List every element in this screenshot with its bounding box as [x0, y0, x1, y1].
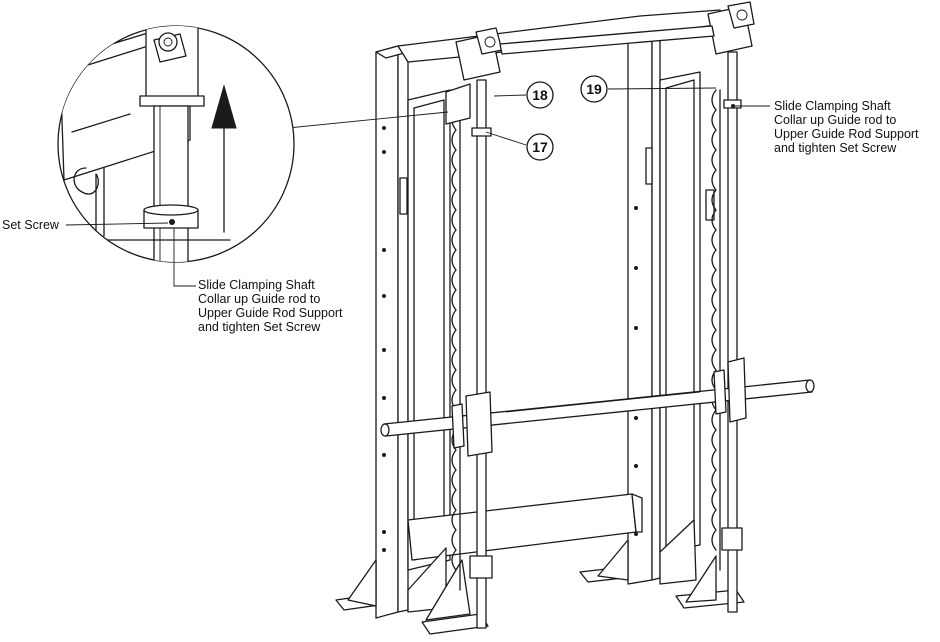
right-instruction: Slide Clamping Shaft Collar up Guide rod…	[731, 99, 919, 155]
top-storage-rod	[499, 25, 715, 55]
callout-17: 17	[485, 131, 554, 161]
detail-instruction-line-3: Upper Guide Rod Support	[198, 306, 343, 320]
detail-instruction-line-4: and tighten Set Screw	[198, 320, 321, 334]
right-instruction-line-1: Slide Clamping Shaft	[774, 99, 891, 113]
up-arrow-head	[211, 84, 237, 129]
detail-instruction-line-2: Collar up Guide rod to	[198, 292, 320, 306]
right-instruction-line-2: Collar up Guide rod to	[774, 113, 896, 127]
set-screw-label: Set Screw	[2, 218, 60, 232]
front-left-upright	[375, 45, 409, 619]
lower-cross-beam	[407, 493, 643, 561]
right-guide-rod	[723, 51, 742, 613]
left-side-frame	[407, 89, 451, 571]
right-upper-guide-rod-support	[707, 1, 755, 55]
callout-19-number: 19	[586, 81, 602, 97]
left-upper-guide-rod-support	[445, 27, 503, 125]
detail-leader-line	[287, 111, 449, 129]
callout-19: 19	[580, 75, 717, 103]
callout-18: 18	[493, 81, 554, 109]
set-screw-annotation: Set Screw	[2, 218, 169, 232]
right-hook-rack	[711, 89, 721, 571]
detail-instruction-line-1: Slide Clamping Shaft	[198, 278, 315, 292]
detail-magnifier	[57, 25, 295, 263]
callout-18-number: 18	[532, 87, 548, 103]
base-gussets	[347, 519, 717, 621]
callout-17-number: 17	[532, 139, 548, 155]
right-instruction-line-4: and tighten Set Screw	[774, 141, 897, 155]
detail-instruction: Slide Clamping Shaft Collar up Guide rod…	[173, 228, 343, 334]
left-hook-rack	[451, 109, 461, 591]
left-guide-rod	[471, 79, 492, 629]
right-side-frame	[659, 71, 715, 553]
lower-safety-stops	[469, 527, 743, 579]
barbell	[380, 357, 815, 457]
right-instruction-line-3: Upper Guide Rod Support	[774, 127, 919, 141]
